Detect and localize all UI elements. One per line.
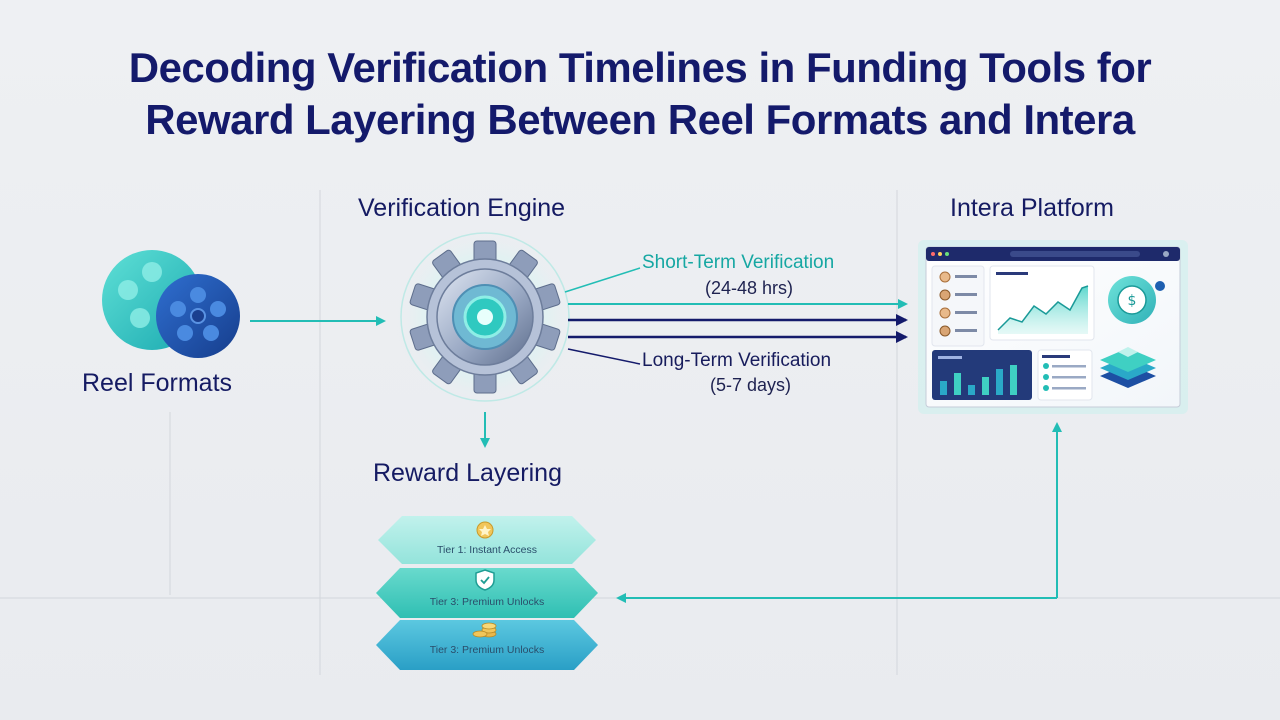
tier-2-label: Tier 3: Premium Unlocks (429, 596, 545, 608)
title-line-2: Reward Layering Between Reel Formats and… (145, 96, 1135, 143)
intera-dashboard: $ (918, 240, 1188, 414)
reel-formats-icon (102, 250, 240, 358)
svg-text:$: $ (1128, 293, 1137, 309)
tier-1-label: Tier 1: Instant Access (437, 544, 537, 556)
engine-to-platform-paths (568, 314, 908, 343)
tier-1 (378, 516, 596, 564)
gear-icon (395, 227, 575, 407)
title-line-1: Decoding Verification Timelines in Fundi… (128, 44, 1152, 91)
area-chart-card (989, 265, 1095, 341)
short-term-verification-label: Short-Term Verification (642, 252, 835, 273)
mini-bar (940, 381, 947, 395)
mini-bar (1010, 365, 1017, 395)
long-term-verification-label: Long-Term Verification (642, 350, 832, 371)
short-term-duration: (24-48 hrs) (705, 278, 794, 298)
status-list-card (1037, 349, 1093, 401)
mini-bar (982, 377, 989, 395)
shield-check-icon (475, 569, 495, 591)
page-title: Decoding Verification Timelines in Fundi… (0, 42, 1280, 146)
reel-formats-label: Reel Formats (82, 369, 233, 397)
star-badge-icon (476, 521, 494, 539)
bar-chart-card (932, 350, 1032, 400)
mini-bar (968, 385, 975, 395)
user-list (931, 265, 985, 347)
intera-platform-label: Intera Platform (950, 194, 1114, 222)
reward-layering-label: Reward Layering (373, 459, 562, 487)
tier-3 (376, 620, 598, 670)
coins-icon (472, 622, 497, 638)
tier-3-label: Tier 3: Premium Unlocks (429, 644, 545, 656)
long-term-path (567, 348, 641, 365)
mini-bar (954, 373, 961, 395)
verification-engine-label: Verification Engine (358, 194, 566, 222)
long-term-duration: (5-7 days) (710, 375, 792, 395)
short-term-path (564, 267, 908, 309)
reward-tiers (376, 516, 598, 670)
tier-2 (376, 568, 598, 618)
layers-icon (1100, 347, 1156, 388)
dollar-coin-icon: $ (1108, 276, 1165, 324)
mini-bar (996, 369, 1003, 395)
